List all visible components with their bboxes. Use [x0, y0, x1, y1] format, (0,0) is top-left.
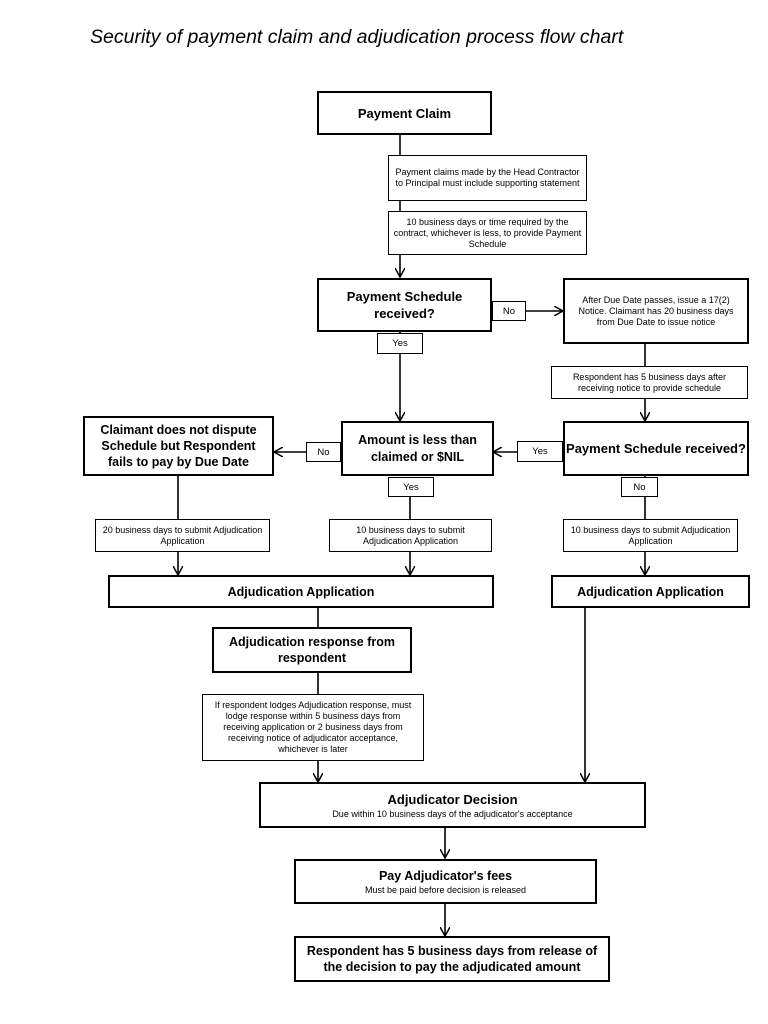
pay-fees-subtext: Must be paid before decision is released [364, 884, 527, 895]
label-yes-1: Yes [377, 333, 423, 354]
page-title: Security of payment claim and adjudicati… [90, 26, 624, 48]
note-20-days-left: 20 business days to submit Adjudication … [95, 519, 270, 552]
note-head-contractor: Payment claims made by the Head Contract… [388, 155, 587, 201]
label-no-right: No [621, 477, 658, 497]
note-respondent-5-days: Respondent has 5 business days after rec… [551, 366, 748, 399]
label-no-1: No [492, 301, 526, 321]
amount-less-box: Amount is less than claimed or $NIL [341, 421, 494, 476]
label-no-left: No [306, 442, 341, 462]
adj-decision-subtext: Due within 10 business days of the adjud… [332, 808, 573, 819]
schedule-received-box-1: Payment Schedule received? [317, 278, 492, 332]
payment-claim-label: Payment Claim [357, 105, 452, 121]
note-10-days-mid: 10 business days to submit Adjudication … [329, 519, 492, 552]
adj-response-box: Adjudication response from respondent [212, 627, 412, 673]
respondent-pay-box: Respondent has 5 business days from rele… [294, 936, 610, 982]
schedule-received-box-2: Payment Schedule received? [563, 421, 749, 476]
after-due-date-box: After Due Date passes, issue a 17(2) Not… [563, 278, 749, 344]
label-yes-right: Yes [517, 441, 563, 462]
payment-claim-box: Payment Claim [317, 91, 492, 135]
note-10-days-right: 10 business days to submit Adjudication … [563, 519, 738, 552]
note-10-days-schedule: 10 business days or time required by the… [388, 211, 587, 255]
pay-fees-box: Pay Adjudicator's fees Must be paid befo… [294, 859, 597, 904]
adj-app-right-box: Adjudication Application [551, 575, 750, 608]
adj-decision-box: Adjudicator Decision Due within 10 busin… [259, 782, 646, 828]
note-response-lodge: If respondent lodges Adjudication respon… [202, 694, 424, 761]
label-yes-mid: Yes [388, 477, 434, 497]
adj-app-left-box: Adjudication Application [108, 575, 494, 608]
claimant-no-dispute-box: Claimant does not dispute Schedule but R… [83, 416, 274, 476]
